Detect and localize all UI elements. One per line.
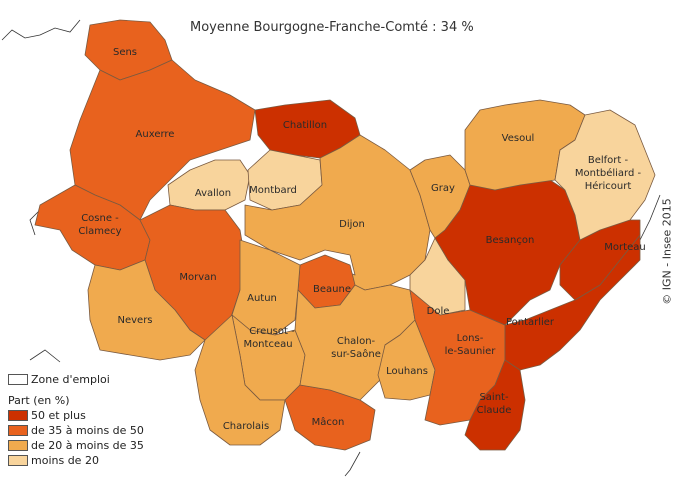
outer-boundary-line [1, 19, 661, 477]
legend-label-c35: de 35 à moins de 50 [31, 424, 144, 437]
zone-label-louhans: Louhans [386, 366, 428, 377]
zone-label-autun: Autun [247, 293, 277, 304]
zone-label-pontarlier: Pontarlier [506, 317, 555, 328]
zone-label-morteau: Morteau [604, 242, 645, 253]
legend-items: 50 et plus de 35 à moins de 50 de 20 à moi… [8, 408, 144, 468]
legend-zone-row: Zone d'emploi [8, 372, 144, 387]
zone-label-chalon-sur-saone: Chalon-sur-Saône [331, 336, 381, 360]
legend-zone-swatch [8, 374, 28, 385]
zone-autun [231, 239, 301, 336]
legend-item-c35: de 35 à moins de 50 [8, 423, 144, 438]
legend-swatch-c20 [8, 440, 28, 451]
legend: Zone d'emploi Part (en %) 50 et plus de 3… [8, 372, 144, 468]
zone-label-dijon: Dijon [339, 219, 365, 230]
zone-saint-claude [464, 359, 526, 451]
zone-nevers [87, 259, 206, 361]
legend-item-c20: de 20 à moins de 35 [8, 438, 144, 453]
zone-label-cosne-clamecy: Cosne -Clamecy [78, 213, 121, 237]
zone-label-vesoul: Vesoul [502, 133, 535, 144]
zone-label-dole: Dole [427, 306, 450, 317]
zone-label-gray: Gray [431, 183, 455, 194]
zone-label-nevers: Nevers [117, 315, 152, 326]
zone-label-chatillon: Chatillon [283, 120, 327, 131]
legend-zone-label: Zone d'emploi [31, 373, 110, 386]
legend-swatch-c0 [8, 455, 28, 466]
map-title: Moyenne Bourgogne-Franche-Comté : 34 % [190, 20, 474, 35]
copyright-credit: © IGN - Insee 2015 [660, 198, 674, 305]
zone-auxerre [69, 59, 256, 221]
zone-label-belfort-montbeliard-hericourt: Belfort -Montbéliard -Héricourt [575, 155, 642, 192]
zone-label-avallon: Avallon [195, 188, 231, 199]
zone-label-macon: Mâcon [312, 416, 345, 428]
zone-label-charolais: Charolais [223, 421, 269, 432]
legend-swatch-c50 [8, 410, 28, 421]
zone-label-montbard: Montbard [249, 185, 297, 196]
legend-label-c20: de 20 à moins de 35 [31, 439, 144, 452]
zone-label-saint-claude: Saint-Claude [477, 392, 512, 416]
legend-label-c0: moins de 20 [31, 454, 99, 467]
zone-label-lons-le-saunier: Lons-le-Saunier [445, 333, 497, 357]
zone-label-besancon: Besançon [486, 235, 535, 246]
legend-swatch-c35 [8, 425, 28, 436]
zone-label-sens: Sens [113, 47, 137, 58]
zone-charolais [194, 314, 286, 446]
zone-label-auxerre: Auxerre [136, 129, 175, 140]
zone-label-creusot-montceau: Creusot -Montceau [243, 326, 295, 350]
legend-label-c50: 50 et plus [31, 409, 86, 422]
legend-title: Part (en %) [8, 394, 70, 407]
legend-item-c50: 50 et plus [8, 408, 144, 423]
zone-belfort-montbeliard-hericourt [554, 109, 656, 241]
zone-pontarlier [504, 234, 641, 371]
legend-item-c0: moins de 20 [8, 453, 144, 468]
zone-label-beaune: Beaune [313, 284, 351, 295]
zone-label-morvan: Morvan [179, 272, 216, 283]
